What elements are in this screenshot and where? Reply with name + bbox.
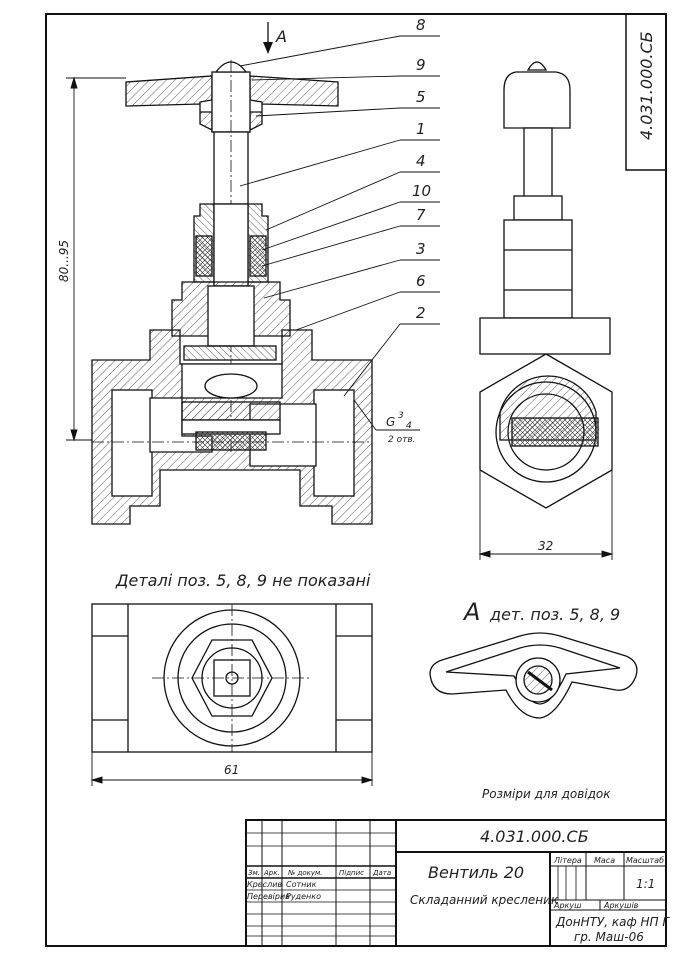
tb-org-2: гр. Маш-06	[574, 930, 644, 944]
title-block	[245, 819, 667, 947]
tb-scale: 1:1	[636, 877, 655, 891]
thread-den: 4	[406, 421, 412, 431]
packing-right	[249, 235, 267, 277]
height-dimension	[66, 76, 126, 442]
tb-col-doc: № докум.	[287, 869, 323, 877]
callout-5: 5	[416, 88, 426, 106]
code-box-text: 4.031.000.СБ	[637, 31, 656, 140]
reference-note: Розміри для довідок	[482, 787, 611, 801]
thread-note: 2 отв.	[388, 435, 416, 445]
callout-9: 9	[416, 56, 426, 74]
tb-org-1: ДонНТУ, каф НП Г	[555, 915, 670, 929]
tb-masshtab: Масштаб	[626, 856, 664, 865]
tb-col-date: Дата	[372, 869, 391, 877]
tb-doc-type: Складанний кресленик	[410, 893, 559, 907]
callout-4: 4	[416, 152, 426, 170]
title-block-text: 4.031.000.СБ Вентиль 20 Складанний кресл…	[247, 827, 670, 944]
tb-row2-role: Перевірив	[247, 892, 290, 901]
view-arrow-label: A	[275, 27, 287, 46]
side-view	[479, 61, 613, 509]
bottom-width-dimension	[90, 752, 374, 786]
tb-col-sign: Підпис	[339, 869, 364, 877]
tb-code: 4.031.000.СБ	[480, 827, 589, 846]
tb-arkush: Аркуш	[553, 901, 582, 910]
part-callouts: 8 9 5 1 4 10 7 3 6 2	[412, 16, 431, 322]
tb-row2-name: Руденко	[286, 892, 321, 901]
top-view	[91, 603, 373, 753]
thread-g: G	[386, 415, 395, 429]
tb-row1-name: Сотник	[286, 880, 317, 889]
tb-name: Вентиль 20	[428, 863, 524, 882]
front-section-view	[91, 60, 373, 525]
tb-col-izm: Зм.	[248, 869, 260, 877]
spindle-head	[183, 345, 277, 361]
tb-col-ark: Арк.	[263, 869, 280, 877]
callout-8: 8	[416, 16, 426, 34]
gasket	[195, 431, 267, 451]
seat	[181, 401, 281, 421]
tb-masa: Маса	[594, 856, 615, 865]
side-width-dimension	[478, 470, 614, 560]
left-port	[111, 389, 153, 497]
code-box	[625, 13, 667, 171]
thread-dimension: G 3 4 2 отв.	[386, 411, 416, 445]
tb-arkushiv: Аркушів	[603, 901, 639, 910]
callout-3: 3	[416, 240, 426, 258]
callout-10: 10	[412, 182, 431, 200]
valve-disc	[204, 373, 258, 399]
bottom-width-text: 61	[224, 763, 239, 777]
side-handwheel	[503, 71, 571, 129]
top-view-note: Деталі поз. 5, 8, 9 не показані	[115, 571, 371, 590]
tb-row1-role: Креслив	[247, 880, 282, 889]
thread-num: 3	[398, 411, 404, 421]
callout-1: 1	[416, 120, 426, 138]
height-dim-text: 80...95	[57, 240, 71, 282]
callout-2: 2	[416, 304, 426, 322]
view-a-title: дет. поз. 5, 8, 9	[489, 605, 620, 624]
callout-6: 6	[416, 272, 426, 290]
side-width-text: 32	[538, 539, 553, 553]
view-a-handwheel	[429, 632, 638, 719]
leader-lines	[239, 35, 440, 431]
view-a-letter: A	[462, 598, 480, 626]
packing-left	[195, 235, 213, 277]
right-port	[313, 389, 355, 497]
tb-litera: Літера	[553, 856, 582, 865]
callout-7: 7	[416, 206, 426, 224]
view-arrow-a: A	[263, 22, 287, 54]
